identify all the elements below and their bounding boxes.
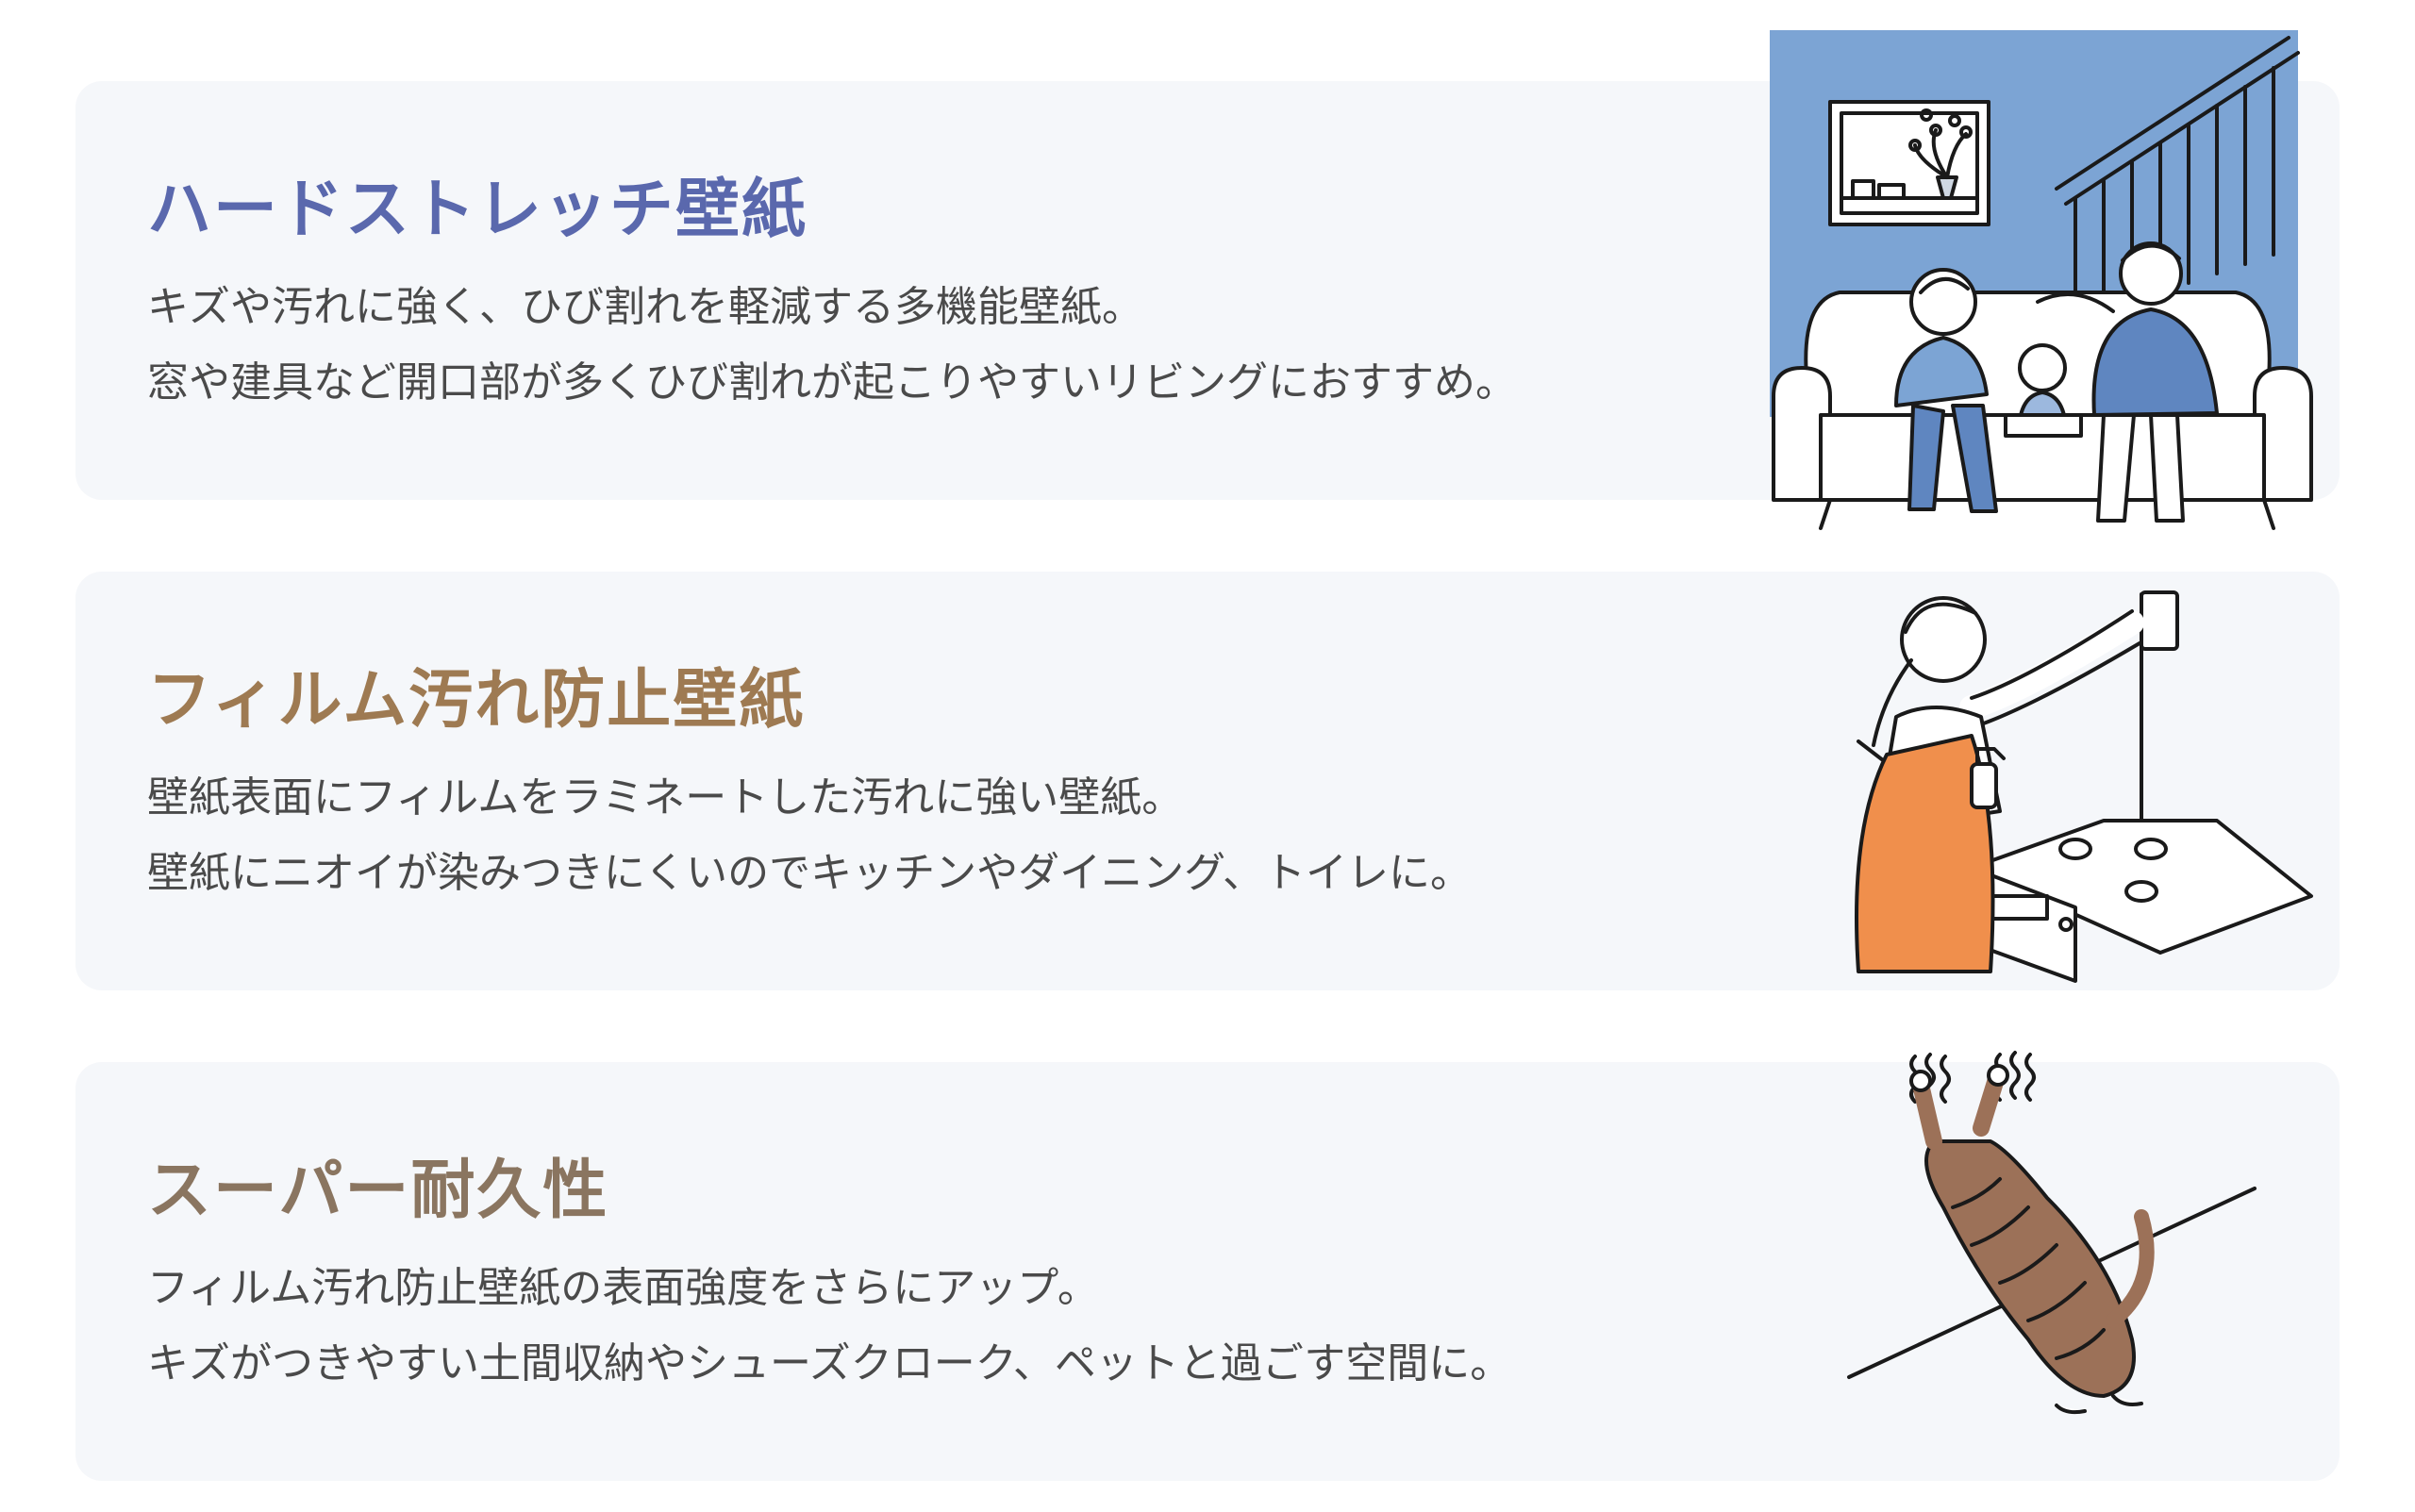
description-line: フィルム汚れ防止壁紙の表面強度をさらにアップ。 [147,1264,1099,1312]
description-line: 壁紙表面にフィルムをラミネートした汚れに強い壁紙。 [147,773,1184,822]
description-line: キズや汚れに強く、ひび割れを軽減する多機能壁紙。 [147,283,1143,331]
card-description: キズや汚れに強く、ひび割れを軽減する多機能壁紙。 窓や建具など開口部が多くひび割… [147,270,1517,421]
family-on-sofa-illustration [1770,30,2313,530]
description-line: キズがつきやすい土間収納やシューズクローク、ペットと過ごす空間に。 [147,1339,1512,1387]
card-title: ハードストレッチ壁紙 [147,173,808,247]
description-line: 壁紙にニオイが染みつきにくいのでキッチンやダイニング、トイレに。 [147,849,1473,897]
card-title: スーパー耐久性 [147,1154,609,1228]
cat-scratching-wall-illustration [1847,1051,2257,1415]
woman-cleaning-kitchen-illustration [1855,590,2313,983]
card-description: フィルム汚れ防止壁紙の表面強度をさらにアップ。 キズがつきやすい土間収納やシュー… [147,1251,1511,1402]
card-title: フィルム汚れ防止壁紙 [147,663,806,738]
feature-card-super-durability: スーパー耐久性 フィルム汚れ防止壁紙の表面強度をさらにアップ。 キズがつきやすい… [75,1062,2340,1481]
description-line: 窓や建具など開口部が多くひび割れが起こりやすいリビングにおすすめ。 [147,358,1517,407]
card-description: 壁紙表面にフィルムをラミネートした汚れに強い壁紙。 壁紙にニオイが染みつきにくい… [147,760,1472,911]
